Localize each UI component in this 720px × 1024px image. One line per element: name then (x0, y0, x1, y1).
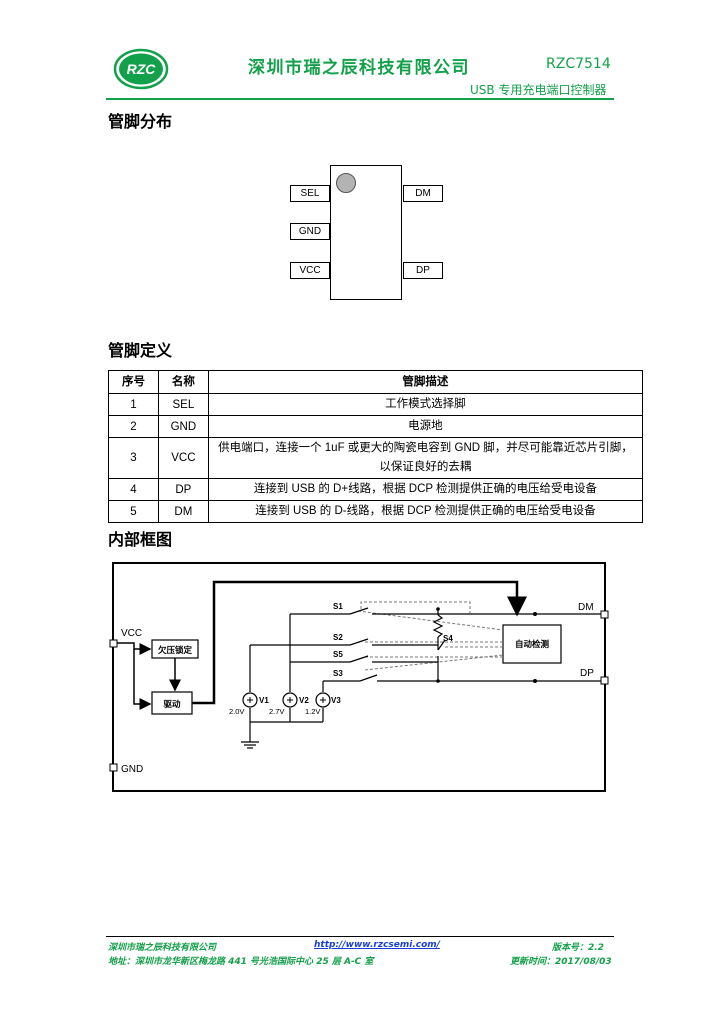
company-name: 深圳市瑞之辰科技有限公司 (248, 58, 470, 78)
v1-value: 2.0V (229, 707, 244, 716)
product-description: USB 专用充电端口控制器 (470, 83, 607, 97)
model-number: RZC7514 (546, 56, 611, 72)
footer-updated: 更新时间：2017/08/03 (510, 957, 612, 967)
pin-sel: SEL (290, 185, 330, 202)
pin-dp: DP (403, 262, 443, 279)
pin-gnd: GND (290, 223, 330, 240)
column-header: 管脚描述 (207, 370, 644, 394)
vcc-pad (109, 639, 118, 648)
pin-number: 3 (108, 437, 159, 479)
v1-label: V1 (259, 696, 269, 705)
chip-package (330, 165, 402, 300)
v3-value: 1.2V (305, 707, 320, 716)
header-divider (106, 98, 614, 100)
table-header-row: 序号 名称 管脚描述 (108, 370, 644, 394)
column-header: 名称 (157, 370, 209, 394)
pin1-marker (336, 173, 356, 193)
footer-company: 深圳市瑞之辰科技有限公司 (108, 943, 217, 953)
pin-layout-title: 管脚分布 (108, 112, 173, 131)
uvlo-block (151, 639, 199, 659)
footer-version: 版本号：2.2 (552, 943, 604, 953)
pin-definition-title: 管脚定义 (108, 341, 173, 360)
v2-label: V2 (299, 696, 309, 705)
pin-description: 连接到 USB 的 D-线路，根据 DCP 检测提供正确的电压给受电设备 (207, 500, 644, 523)
switch-s2-label: S2 (333, 633, 343, 642)
table-row: 2 GND 电源地 (108, 415, 644, 438)
pin-name: DM (157, 500, 209, 523)
pin-definition-table: 序号 名称 管脚描述 1 SEL 工作模式选择脚 2 GND 电源地 3 VCC… (108, 370, 644, 523)
auto-detect-label: 自动检测 (515, 639, 550, 649)
v2-value: 2.7V (269, 707, 284, 716)
switch-s5-label: S5 (333, 650, 343, 659)
dm-label: DM (578, 602, 594, 613)
dp-pad (600, 676, 609, 685)
logo-text: RZC (127, 61, 157, 77)
footer-address: 地址：深圳市龙华新区梅龙路 441 号光浩国际中心 25 层 A-C 室 (108, 957, 374, 967)
pin-name: VCC (157, 437, 209, 479)
pin-name: GND (157, 415, 209, 438)
switch-s1-label: S1 (333, 602, 343, 611)
table-row: 3 VCC 供电端口，连接一个 1uF 或更大的陶瓷电容到 GND 脚，并尽可能… (108, 437, 644, 479)
company-logo: RZC (113, 48, 169, 90)
table-row: 5 DM 连接到 USB 的 D-线路，根据 DCP 检测提供正确的电压给受电设… (108, 500, 644, 523)
v3-label: V3 (331, 696, 341, 705)
driver-label: 驱动 (163, 699, 181, 709)
diagram-frame (112, 562, 606, 792)
gnd-pad (109, 763, 118, 772)
switch-s4-label: S4 (443, 634, 453, 643)
dm-pad (600, 610, 609, 619)
block-diagram-title: 内部框图 (108, 530, 173, 549)
pin-number: 5 (108, 500, 159, 523)
switch-s3-label: S3 (333, 669, 343, 678)
pin-description: 供电端口，连接一个 1uF 或更大的陶瓷电容到 GND 脚，并尽可能靠近芯片引脚… (207, 437, 644, 479)
pin-dm: DM (403, 185, 443, 202)
uvlo-label: 欠压锁定 (158, 645, 193, 655)
footer-website-link[interactable]: http://www.rzcsemi.com/ (314, 940, 440, 950)
dp-label: DP (580, 668, 594, 679)
pin-vcc: VCC (290, 262, 330, 279)
column-header: 序号 (108, 370, 159, 394)
auto-detect-block (502, 624, 562, 664)
gnd-label: GND (121, 764, 143, 775)
footer-divider (106, 936, 614, 937)
vcc-label: VCC (121, 628, 142, 639)
